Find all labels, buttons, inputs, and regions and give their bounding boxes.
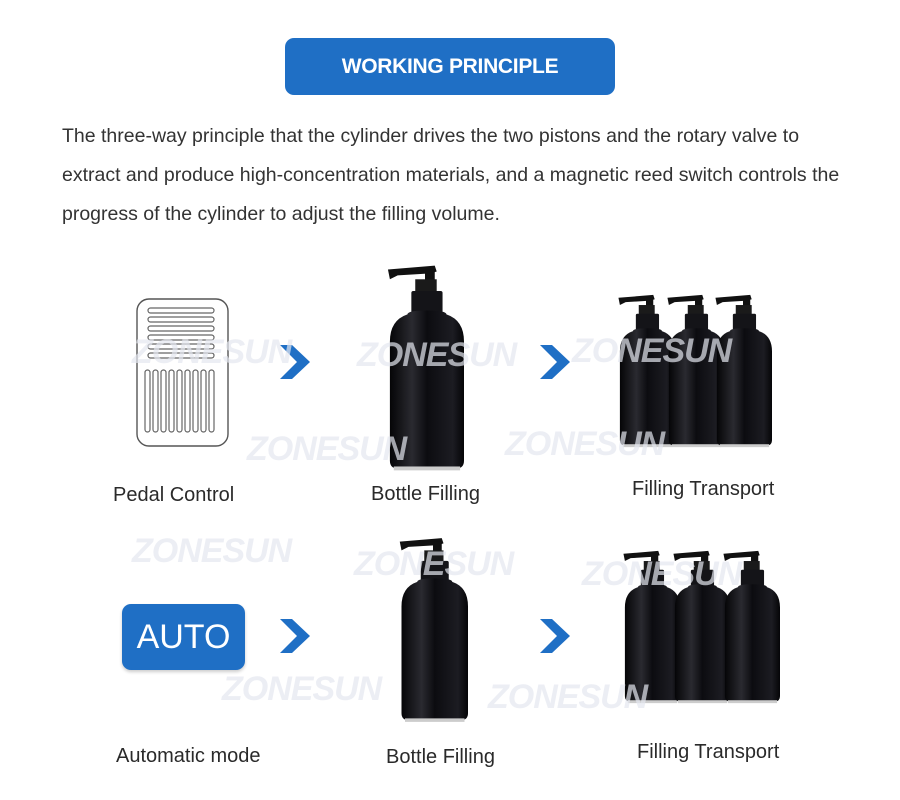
watermark: ZONESUN — [357, 336, 517, 374]
arrow-right-icon — [540, 345, 570, 379]
watermark: ZONESUN — [505, 425, 665, 463]
watermark: ZONESUN — [132, 333, 292, 371]
pump-bottle-image — [715, 294, 772, 448]
watermark: ZONESUN — [488, 678, 648, 716]
label-pedal-control: Pedal Control — [113, 484, 235, 506]
arrow-right-icon — [540, 619, 570, 653]
label-filling-transport: Filling Transport — [632, 478, 775, 500]
label-automatic-mode: Automatic mode — [116, 745, 261, 767]
watermark: ZONESUN — [582, 555, 742, 593]
auto-badge: AUTO — [122, 604, 245, 670]
arrow-right-icon — [280, 619, 310, 653]
label-bottle-filling: Bottle Filling — [386, 746, 495, 768]
label-filling-transport: Filling Transport — [637, 741, 780, 763]
watermark: ZONESUN — [222, 670, 382, 708]
description-text: The three-way principle that the cylinde… — [62, 125, 840, 225]
watermark: ZONESUN — [132, 532, 292, 570]
label-bottle-filling: Bottle Filling — [371, 483, 480, 505]
foot-pedal-icon — [136, 298, 229, 447]
watermark: ZONESUN — [247, 430, 407, 468]
title-banner: WORKING PRINCIPLE — [285, 38, 615, 95]
watermark: ZONESUN — [354, 545, 514, 583]
watermark: ZONESUN — [572, 332, 732, 370]
